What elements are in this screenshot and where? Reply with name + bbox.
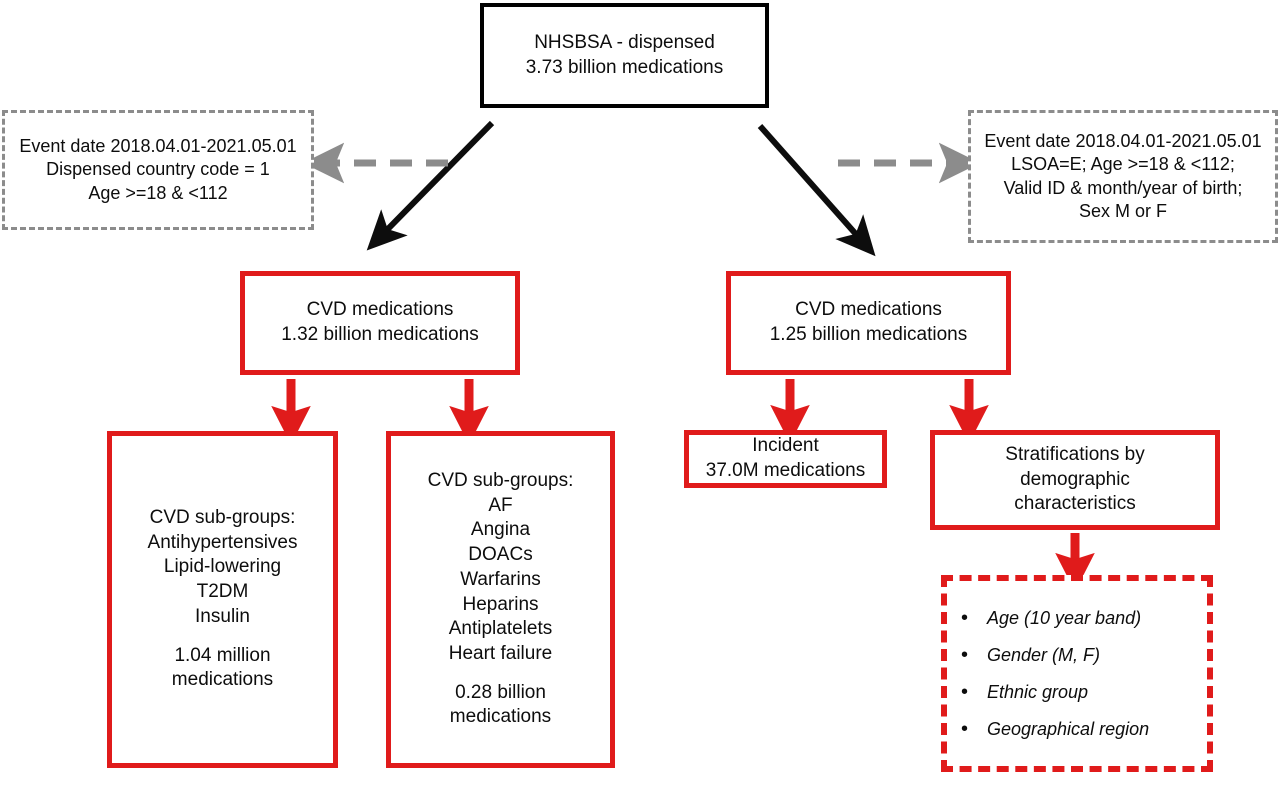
- cvd-right-line-1: CVD medications: [795, 299, 942, 321]
- criteria-right-line-1: Event date 2018.04.01-2021.05.01: [984, 130, 1262, 151]
- cvd-left-line-1: CVD medications: [306, 299, 454, 321]
- bullet-label-ethnic-group: Ethnic group: [987, 681, 1089, 702]
- list-item: • Gender (M, F): [947, 637, 1207, 674]
- incident-line-1: Incident: [752, 435, 819, 457]
- bullet-icon: •: [961, 644, 969, 666]
- sub-right-line-6: Heparins: [462, 593, 539, 615]
- bullet-label-geographical-region: Geographical region: [987, 718, 1150, 739]
- bullet-label-gender: Gender (M, F): [987, 644, 1101, 665]
- cvd-right-line-2: 1.25 billion medications: [769, 324, 968, 345]
- stratifications-line-2: demographic: [1020, 468, 1130, 490]
- sub-left-line-4: T2DM: [196, 581, 249, 603]
- node-nhsbsa-line-1: NHSBSA - dispensed: [534, 31, 715, 53]
- criteria-left-line-3: Age >=18 & <112: [88, 182, 228, 203]
- node-cvd-subgroups-right[interactable]: CVD sub-groups: AF Angina DOACs Warfarin…: [386, 431, 615, 768]
- criteria-left-line-2: Dispensed country code = 1: [46, 159, 270, 180]
- sub-right-line-2: AF: [488, 494, 513, 516]
- criteria-left-line-1: Event date 2018.04.01-2021.05.01: [19, 135, 297, 156]
- sub-right-total-line-1: 0.28 billion: [455, 681, 546, 703]
- sub-right-line-1: CVD sub-groups:: [427, 470, 574, 492]
- stratifications-line-1: Stratifications by: [1005, 443, 1145, 465]
- list-item: • Ethnic group: [947, 674, 1207, 711]
- bullet-icon: •: [961, 607, 969, 629]
- node-stratification-bullets[interactable]: • Age (10 year band) • Gender (M, F) • E…: [941, 575, 1213, 772]
- sub-right-line-3: Angina: [470, 519, 531, 541]
- list-item: • Geographical region: [947, 711, 1207, 748]
- sub-left-total-line-1: 1.04 million: [174, 644, 271, 666]
- criteria-right-line-3: Valid ID & month/year of birth;: [1003, 177, 1243, 198]
- sub-left-line-2: Antihypertensives: [147, 531, 298, 553]
- sub-left-line-5: Insulin: [195, 605, 250, 627]
- sub-right-line-7: Antiplatelets: [448, 618, 553, 640]
- sub-right-line-8: Heart failure: [448, 642, 553, 664]
- node-incident[interactable]: Incident 37.0M medications: [684, 430, 887, 488]
- sub-left-line-1: CVD sub-groups:: [149, 507, 296, 529]
- arrow-root-to-cvd-right: [757, 124, 876, 257]
- cvd-left-line-2: 1.32 billion medications: [281, 324, 479, 345]
- node-stratifications[interactable]: Stratifications by demographic character…: [930, 430, 1220, 530]
- sub-left-total-line-2: medications: [171, 669, 274, 691]
- bullet-icon: •: [961, 681, 969, 703]
- list-item: • Age (10 year band): [947, 600, 1207, 637]
- criteria-right-line-2: LSOA=E; Age >=18 & <112;: [1011, 154, 1235, 175]
- arrow-root-to-cvd-left: [366, 120, 495, 251]
- sub-left-line-3: Lipid-lowering: [163, 556, 282, 578]
- incident-line-2: 37.0M medications: [705, 460, 866, 481]
- sub-right-line-4: DOACs: [468, 544, 533, 566]
- sub-right-line-5: Warfarins: [460, 568, 541, 590]
- bullet-icon: •: [961, 718, 969, 740]
- node-cvd-subgroups-left[interactable]: CVD sub-groups: Antihypertensives Lipid-…: [107, 431, 338, 768]
- node-nhsbsa-dispensed[interactable]: NHSBSA - dispensed 3.73 billion medicati…: [480, 3, 769, 108]
- node-nhsbsa-line-2: 3.73 billion medications: [525, 56, 724, 78]
- node-cvd-medications-right[interactable]: CVD medications 1.25 billion medications: [726, 271, 1011, 375]
- node-cvd-medications-left[interactable]: CVD medications 1.32 billion medications: [240, 271, 520, 375]
- node-criteria-right[interactable]: Event date 2018.04.01-2021.05.01 LSOA=E;…: [968, 110, 1278, 243]
- node-criteria-left[interactable]: Event date 2018.04.01-2021.05.01 Dispens…: [2, 110, 314, 230]
- stratifications-line-3: characteristics: [1014, 493, 1136, 515]
- sub-right-total-line-2: medications: [449, 706, 552, 728]
- criteria-right-line-4: Sex M or F: [1078, 200, 1167, 221]
- bullet-label-age: Age (10 year band): [987, 607, 1142, 628]
